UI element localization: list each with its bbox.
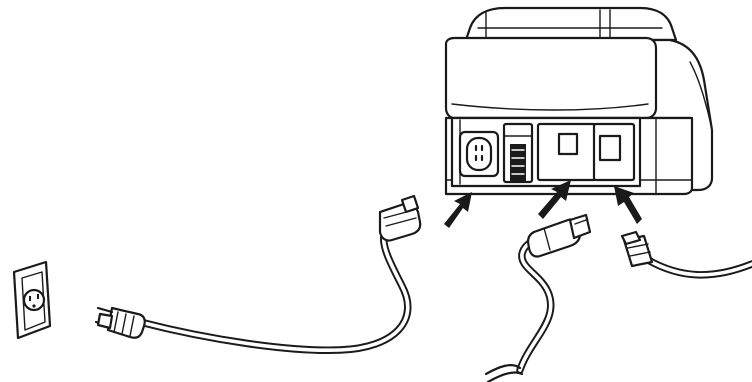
power-arrow [444, 192, 472, 228]
power-cable [140, 220, 408, 350]
serial-port [594, 124, 634, 180]
power-port [460, 132, 498, 176]
power-connector [380, 196, 420, 241]
usb-port [538, 124, 596, 180]
usb-cable [486, 215, 590, 382]
wall-outlet [14, 262, 50, 338]
power-plug [96, 308, 145, 338]
rj11-cable [622, 232, 752, 275]
power-switch [504, 124, 532, 182]
